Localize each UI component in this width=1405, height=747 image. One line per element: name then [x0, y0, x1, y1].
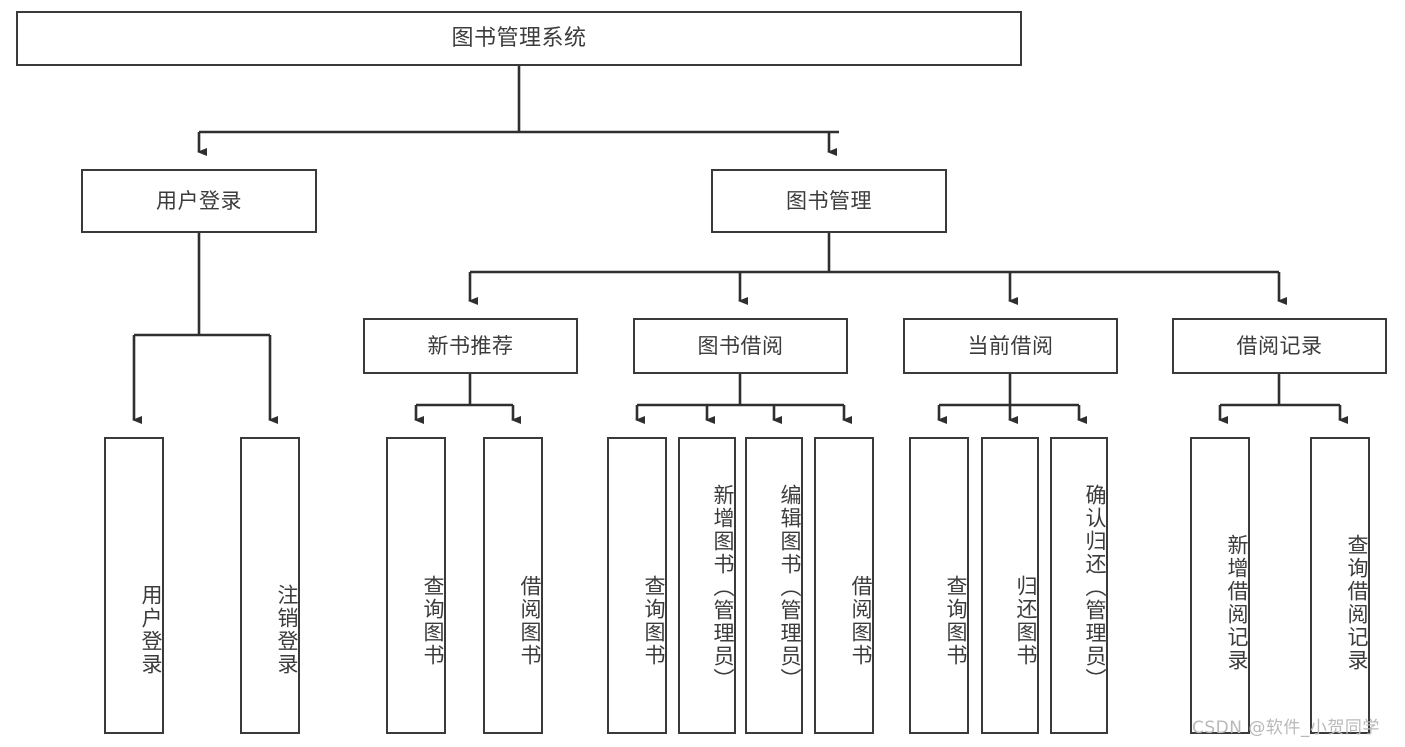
leaf-user-login[interactable]: 用户登录 [104, 437, 164, 734]
node-label: 用户登录 [156, 188, 242, 213]
node-label: 当前借阅 [967, 333, 1054, 358]
node-label: 图书管理系统 [451, 25, 587, 51]
node-label: 编辑图书（管理员） [778, 484, 802, 691]
leaf-confirm-return-admin[interactable]: 确认归还（管理员） [1050, 437, 1108, 734]
node-label: 归还图书 [1014, 574, 1038, 667]
node-user-login[interactable]: 用户登录 [81, 169, 317, 233]
leaf-logout[interactable]: 注销登录 [240, 437, 300, 734]
leaf-query-books-borrow[interactable]: 查询图书 [607, 437, 667, 734]
leaf-borrow-books-newbook[interactable]: 借阅图书 [483, 437, 543, 734]
node-label: 用户登录 [139, 583, 163, 676]
node-label: 图书借阅 [697, 333, 784, 358]
node-label: 借阅记录 [1236, 333, 1323, 358]
node-label: 借阅图书 [518, 574, 542, 667]
leaf-add-borrow-record[interactable]: 新增借阅记录 [1190, 437, 1250, 734]
leaf-query-books-newbook[interactable]: 查询图书 [386, 437, 446, 734]
node-label: 新书推荐 [427, 333, 514, 358]
leaf-edit-book-admin[interactable]: 编辑图书（管理员） [745, 437, 803, 734]
node-label: 确认归还（管理员） [1083, 484, 1107, 691]
leaf-add-book-admin[interactable]: 新增图书（管理员） [678, 437, 736, 734]
node-label: 注销登录 [275, 583, 299, 676]
node-current-borrowing[interactable]: 当前借阅 [903, 318, 1118, 374]
leaf-query-books-current[interactable]: 查询图书 [909, 437, 969, 734]
leaf-return-books[interactable]: 归还图书 [981, 437, 1039, 734]
node-book-borrowing[interactable]: 图书借阅 [633, 318, 848, 374]
node-label: 图书管理 [786, 188, 872, 213]
node-label: 查询图书 [642, 574, 666, 667]
node-label: 查询图书 [944, 574, 968, 667]
csdn-watermark: CSDN @软件_小贺同学 [1192, 718, 1380, 738]
node-label: 查询图书 [421, 574, 445, 667]
node-book-management[interactable]: 图书管理 [711, 169, 947, 233]
node-borrowing-records[interactable]: 借阅记录 [1172, 318, 1387, 374]
leaf-query-borrow-record[interactable]: 查询借阅记录 [1310, 437, 1370, 734]
node-new-book-recommendation[interactable]: 新书推荐 [363, 318, 578, 374]
node-label: 新增图书（管理员） [711, 484, 735, 691]
node-label: 查询借阅记录 [1345, 534, 1369, 672]
leaf-borrow-books-borrow[interactable]: 借阅图书 [814, 437, 874, 734]
node-label: 新增借阅记录 [1225, 534, 1249, 672]
node-label: 借阅图书 [849, 574, 873, 667]
node-root-book-management-system[interactable]: 图书管理系统 [16, 11, 1022, 66]
